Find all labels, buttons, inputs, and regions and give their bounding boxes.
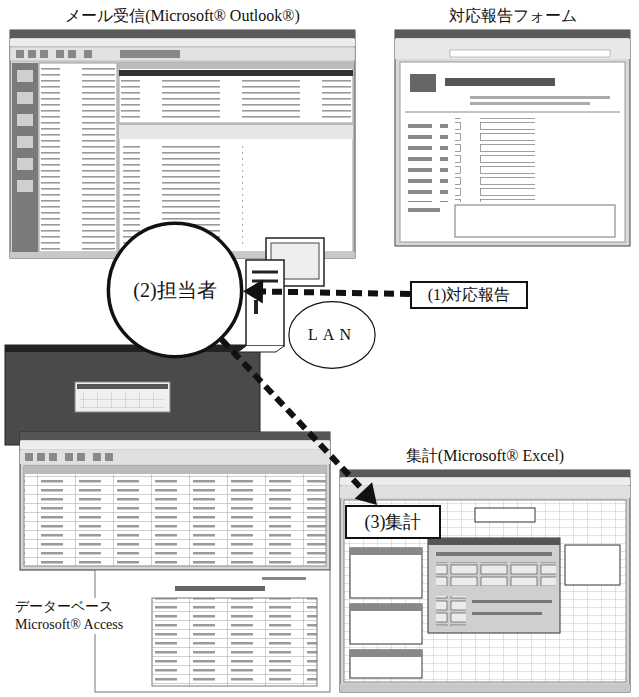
connector-line (261, 291, 410, 294)
arrow-head (355, 482, 377, 505)
outlook-bar (12, 63, 38, 252)
monitor-screen (271, 243, 319, 279)
folder-pane (39, 63, 117, 252)
small-table-grid (80, 392, 165, 408)
folder-list (41, 66, 115, 250)
datasheet-header (24, 466, 326, 474)
datasheet-cells (24, 474, 326, 566)
network-label: LAN (308, 325, 356, 344)
tool-icons (16, 50, 180, 58)
title-bar (395, 30, 630, 38)
form-window (395, 30, 630, 246)
screenshot-heading: データーベース Microsoft® Access (15, 598, 145, 634)
access-back-window (5, 345, 260, 445)
form-screenshot: 対応報告フォーム (395, 6, 630, 246)
title-bar (428, 538, 560, 545)
page-logo (410, 74, 436, 92)
browser-toolbar (395, 39, 630, 59)
menu-bar (20, 441, 330, 449)
person-circle-shape (108, 223, 241, 356)
total-box: (3)集計 (345, 505, 441, 539)
selected-row (119, 70, 353, 76)
page-rule (405, 112, 620, 113)
step-label: (3)集計 (365, 512, 422, 532)
outlook-bar-icons (17, 70, 33, 192)
tool-bar (340, 486, 630, 498)
lan-ellipse: LAN (288, 301, 376, 369)
monitor (266, 238, 324, 286)
page-note-mark (470, 102, 590, 105)
lan-ellipse-shape (289, 302, 375, 369)
drive-slots (252, 272, 278, 281)
list-header (119, 63, 353, 69)
report-box: (1)対応報告 (410, 281, 528, 308)
title-bar (77, 384, 168, 389)
message-list (119, 63, 353, 123)
address-bar (450, 50, 610, 57)
form-inputs (455, 118, 535, 202)
access-screenshot: データーベース Microsoft® Access (5, 345, 330, 692)
step-label: (1)対応報告 (428, 285, 511, 304)
access-small-table (75, 382, 170, 412)
tool-icons (25, 453, 113, 461)
form-labels (408, 118, 448, 202)
screenshot-heading: 集計(Microsoft® Excel) (340, 446, 630, 466)
tool-bar (20, 450, 330, 464)
pc-tower (246, 260, 284, 346)
title-bar (340, 470, 630, 477)
sheet-table (350, 604, 422, 644)
sheet-table (350, 548, 422, 598)
dialog-buttons (436, 562, 556, 586)
form-label-mark (408, 208, 440, 212)
report-date-mark (262, 577, 306, 580)
status-bar (340, 684, 630, 692)
page-note-mark (470, 96, 610, 99)
excel-window (340, 470, 630, 692)
arrow-head (243, 279, 263, 303)
tool-bar (10, 47, 355, 61)
preview-header (119, 125, 353, 139)
dialog-buttons (436, 596, 466, 626)
sheet-table-header (350, 548, 422, 555)
message-rows (121, 78, 351, 122)
form-textarea (455, 205, 615, 237)
dialog-text-mark (436, 552, 552, 556)
screenshot-heading: 対応報告フォーム (395, 6, 630, 26)
menu-bar (340, 478, 630, 485)
web-page (400, 62, 625, 242)
pc-base (238, 346, 284, 352)
access-table-window (20, 432, 330, 570)
excel-screenshot: 集計(Microsoft® Excel) (3)集計 (340, 446, 630, 692)
excel-dialog (428, 538, 560, 633)
menu-bar (10, 39, 355, 46)
sheet-cell-box (475, 508, 535, 522)
worksheet-grid (344, 500, 626, 682)
connector-line (222, 340, 365, 492)
datasheet (24, 466, 326, 566)
role-label: (2)担当者 (133, 278, 216, 302)
power-switch (254, 300, 258, 314)
title-bar (20, 432, 330, 440)
sheet-side-table (565, 545, 620, 585)
dialog-text-mark (472, 600, 552, 603)
dashed-arrow (243, 279, 410, 303)
outlook-screenshot: メール受信(Microsoft® Outlook®) (10, 6, 355, 258)
dialog-text-mark (472, 612, 542, 615)
sheet-table-header (350, 604, 422, 611)
report-title-mark (175, 586, 265, 591)
page-title-mark (445, 78, 555, 86)
worksheet (344, 500, 626, 682)
sheet-table (350, 650, 422, 678)
title-bar (5, 345, 260, 352)
title-bar (10, 30, 355, 38)
person-circle: (2)担当者 (107, 222, 243, 358)
screenshot-heading: メール受信(Microsoft® Outlook®) (10, 6, 355, 26)
report-table (152, 598, 317, 686)
sheet-table-header (350, 650, 422, 657)
